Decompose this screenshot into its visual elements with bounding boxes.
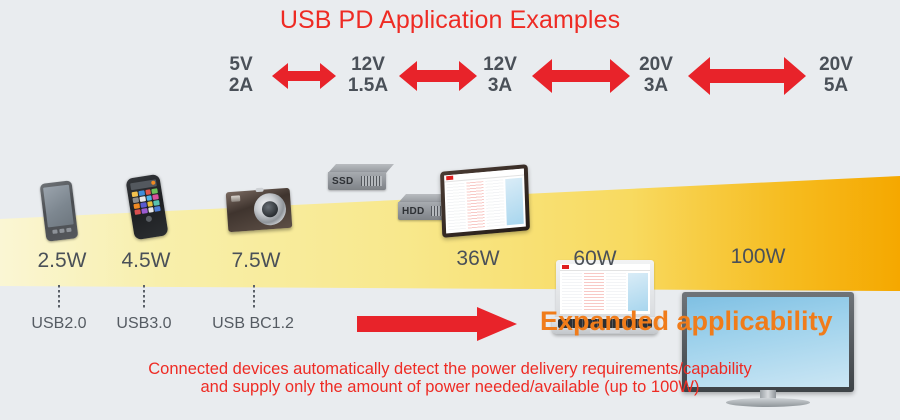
usb-standard-label-usb3: USB3.0 [116,315,172,332]
monitor-icon [682,292,854,408]
screen-header [560,264,650,271]
voltage-value-3: 12V [483,54,517,75]
current-value-4: 3A [643,75,669,96]
connector-line-usb3 [143,285,145,310]
monitor-bezel [682,292,854,392]
phone-app-grid [131,188,161,215]
laptop-icon [552,260,658,334]
power-label-2: 12V 1.5A [336,54,400,96]
current-value-5: 5A [823,75,849,96]
expanded-applicability-label: Expanded applicability [540,306,833,336]
smartphone-icon-1 [39,180,79,242]
voltage-value-2: 12V [351,54,385,75]
phone-screen [43,184,74,228]
laptop-screen [560,264,650,314]
wattage-label-7-5w: 7.5W [231,249,281,272]
right-arrow-icon [357,307,517,341]
power-label-5: 20V 5A [806,54,866,96]
caption-line-2: and supply only the amount of power need… [200,378,700,396]
screen-column [465,181,485,229]
usb-standard-label-usb2: USB2.0 [31,315,87,332]
double-arrow-icon-3 [532,59,630,93]
laptop-lid [556,260,654,318]
monitor-neck [760,390,776,400]
screen-column [504,177,524,226]
page-title: USB PD Application Examples [279,6,621,34]
phone-home-button [136,214,163,224]
tablet-icon [440,164,530,238]
voltage-value-5: 20V [819,54,853,75]
wattage-label-2-5w: 2.5W [37,249,87,272]
power-label-4: 20V 3A [626,54,686,96]
drive-vent [361,176,382,186]
connector-line-bc12 [253,285,255,310]
caption-line-1: Connected devices automatically detect t… [148,360,752,378]
drive-label-hdd: HDD [402,206,425,217]
connector-line-usb2 [58,285,60,310]
laptop-keyboard [558,319,652,328]
usb-standard-label-bc12: USB BC1.2 [212,315,294,332]
power-step-row: 5V 2A 12V 1.5A 12V 3A 20V 3A 20V 5 [0,52,900,102]
drive-top [328,164,394,173]
power-label-3: 12V 3A [470,54,530,96]
screen-column [485,179,505,227]
wattage-label-36w: 36W [456,247,500,270]
screen-columns [560,271,650,313]
double-arrow-icon-4 [688,57,806,95]
tablet-screen [444,168,526,234]
screen-column [628,273,648,311]
screen-column [606,273,626,311]
screen-column [562,273,582,311]
screen-column [446,182,466,231]
voltage-value-4: 20V [639,54,673,75]
screen-columns [444,175,525,232]
current-value-3: 3A [487,75,513,96]
double-arrow-icon-2 [399,61,477,91]
laptop-trackpad [590,329,620,333]
phone-buttons [48,227,74,234]
monitor-stand [726,398,810,407]
current-value-2: 1.5A [347,75,389,96]
power-label-1: 5V 2A [212,54,270,96]
wattage-label-60w: 60W [573,247,617,270]
camera-icon [225,187,293,233]
ssd-drive-icon: SSD [328,164,394,194]
drive-label-ssd: SSD [332,176,354,187]
monitor-screen [687,297,849,387]
camera-lens [252,192,288,227]
camera-flash [230,195,241,202]
double-arrow-icon-1 [272,63,336,89]
voltage-value-1: 5V [229,54,253,75]
wattage-label-100w: 100W [730,245,786,268]
drive-top [398,194,464,203]
current-value-1: 2A [228,75,254,96]
camera-shutter-button [255,187,264,193]
wattage-label-4-5w: 4.5W [121,249,171,272]
screen-column [584,273,604,311]
